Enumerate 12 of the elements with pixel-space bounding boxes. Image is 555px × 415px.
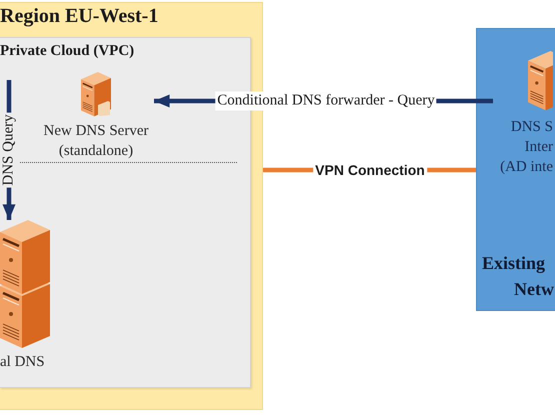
vpc-title: Private Cloud (VPC) (0, 43, 134, 60)
network-box (476, 28, 555, 311)
edge-label: Conditional DNS forwarder - Query (215, 92, 437, 110)
server-label: New DNS Server (standalone) (42, 122, 150, 161)
network-title: Netw (514, 279, 554, 300)
server-label: Inter (524, 138, 553, 157)
edge-label: DNS Query (0, 112, 18, 188)
region-title: Region EU-West-1 (0, 5, 158, 28)
server-label: DNS S (510, 118, 553, 137)
network-title: Existing (482, 253, 546, 274)
server-label: al DNS (0, 353, 45, 372)
server-label: (AD inte (500, 158, 553, 177)
